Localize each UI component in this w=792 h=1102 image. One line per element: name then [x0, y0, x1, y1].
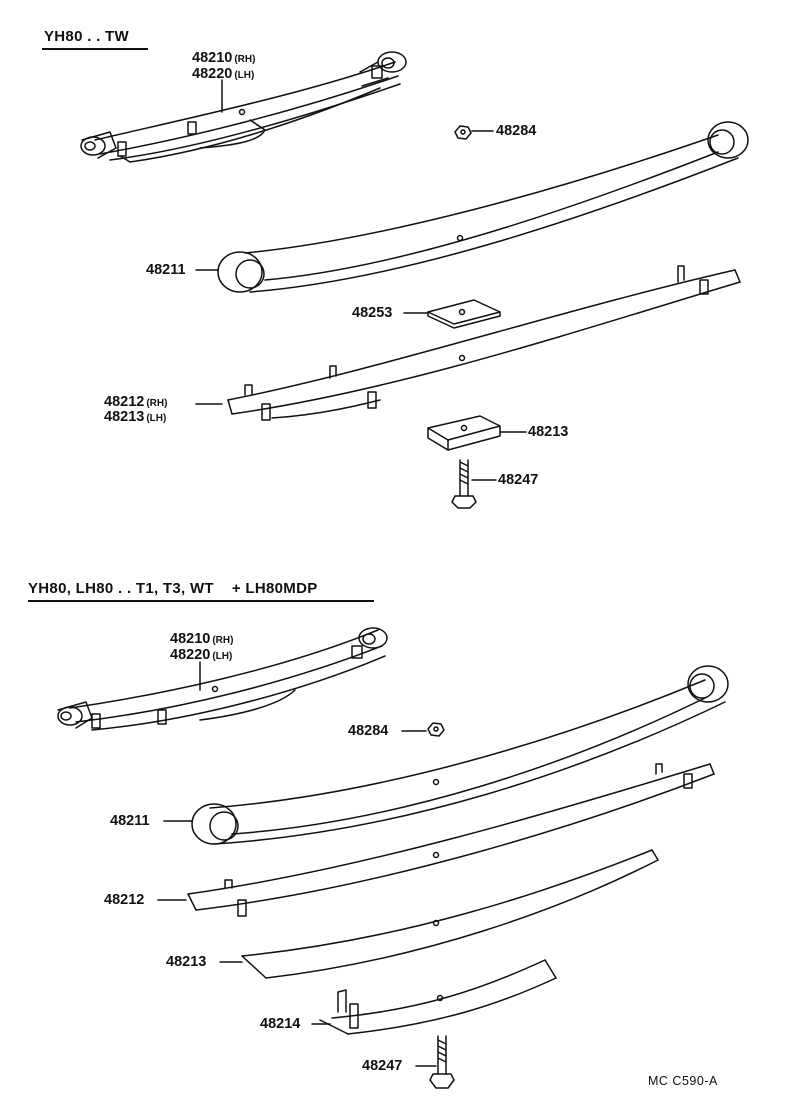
leaf-48213-bottom-drawing — [241, 849, 659, 979]
part-callout-48213-block: 48213 — [528, 424, 569, 440]
part-callout-48211: 48211 — [146, 262, 186, 278]
block-48213-top-drawing — [427, 415, 501, 451]
part-callout-48247: 48247 — [498, 472, 539, 488]
section-heading: YH80, LH80 . . T1, T3, WT + LH80MDP — [28, 580, 318, 597]
part-callout-48220-lh: 48220(LH) — [192, 66, 254, 84]
leaf-48211-top-drawing — [217, 121, 749, 293]
bolt-bottom-drawing — [429, 1035, 455, 1089]
part-callout-48247: 48247 — [362, 1058, 403, 1074]
part-number: 48212 — [104, 394, 145, 410]
heading-underline — [42, 48, 148, 50]
side-label: (RH) — [212, 635, 234, 646]
part-callout-48211: 48211 — [110, 813, 150, 829]
spring-assembly-bottom-drawing — [57, 627, 388, 731]
part-number: 48220 — [192, 66, 233, 82]
side-label: (LH) — [212, 651, 233, 662]
side-label: (LH) — [146, 413, 167, 424]
part-callout-48253: 48253 — [352, 305, 393, 321]
part-callout-48210-rh: 48210(RH) — [170, 631, 233, 649]
leaf-48214-bottom-drawing — [319, 959, 557, 1035]
part-callout-48214: 48214 — [260, 1016, 301, 1032]
nut-top-drawing — [454, 125, 472, 140]
part-callout-48213: 48213 — [166, 954, 207, 970]
leaf-48212-bottom-drawing — [187, 763, 715, 917]
side-label: (RH) — [146, 398, 168, 409]
part-callout-48284: 48284 — [348, 723, 389, 739]
part-callout-48210-rh: 48210(RH) — [192, 50, 255, 68]
section-heading-models: YH80, LH80 . . T1, T3, WT — [28, 580, 214, 597]
side-label: (RH) — [234, 54, 256, 65]
leaf-48212-top-drawing — [227, 265, 741, 421]
bolt-top-drawing — [451, 459, 477, 509]
part-callout-48213-lh: 48213(LH) — [104, 409, 166, 427]
part-callout-48212: 48212 — [104, 892, 145, 908]
figure-code: MC C590-A — [648, 1074, 718, 1088]
heading-underline — [28, 600, 374, 602]
section-heading-extra: + LH80MDP — [231, 580, 318, 597]
leaf-48211-bottom-drawing — [191, 665, 729, 845]
part-number: 48210 — [170, 631, 211, 647]
part-callout-48220-lh: 48220(LH) — [170, 647, 232, 665]
side-label: (LH) — [234, 70, 255, 81]
part-callout-48284: 48284 — [496, 123, 537, 139]
part-number: 48213 — [104, 409, 145, 425]
part-number: 48220 — [170, 647, 211, 663]
section-heading: YH80 . . TW — [44, 28, 129, 45]
spring-assembly-top-drawing — [80, 51, 407, 163]
spacer-48253-top-drawing — [427, 299, 501, 329]
nut-bottom-drawing — [427, 722, 445, 737]
part-number: 48210 — [192, 50, 233, 66]
part-callout-48212-rh: 48212(RH) — [104, 394, 167, 412]
